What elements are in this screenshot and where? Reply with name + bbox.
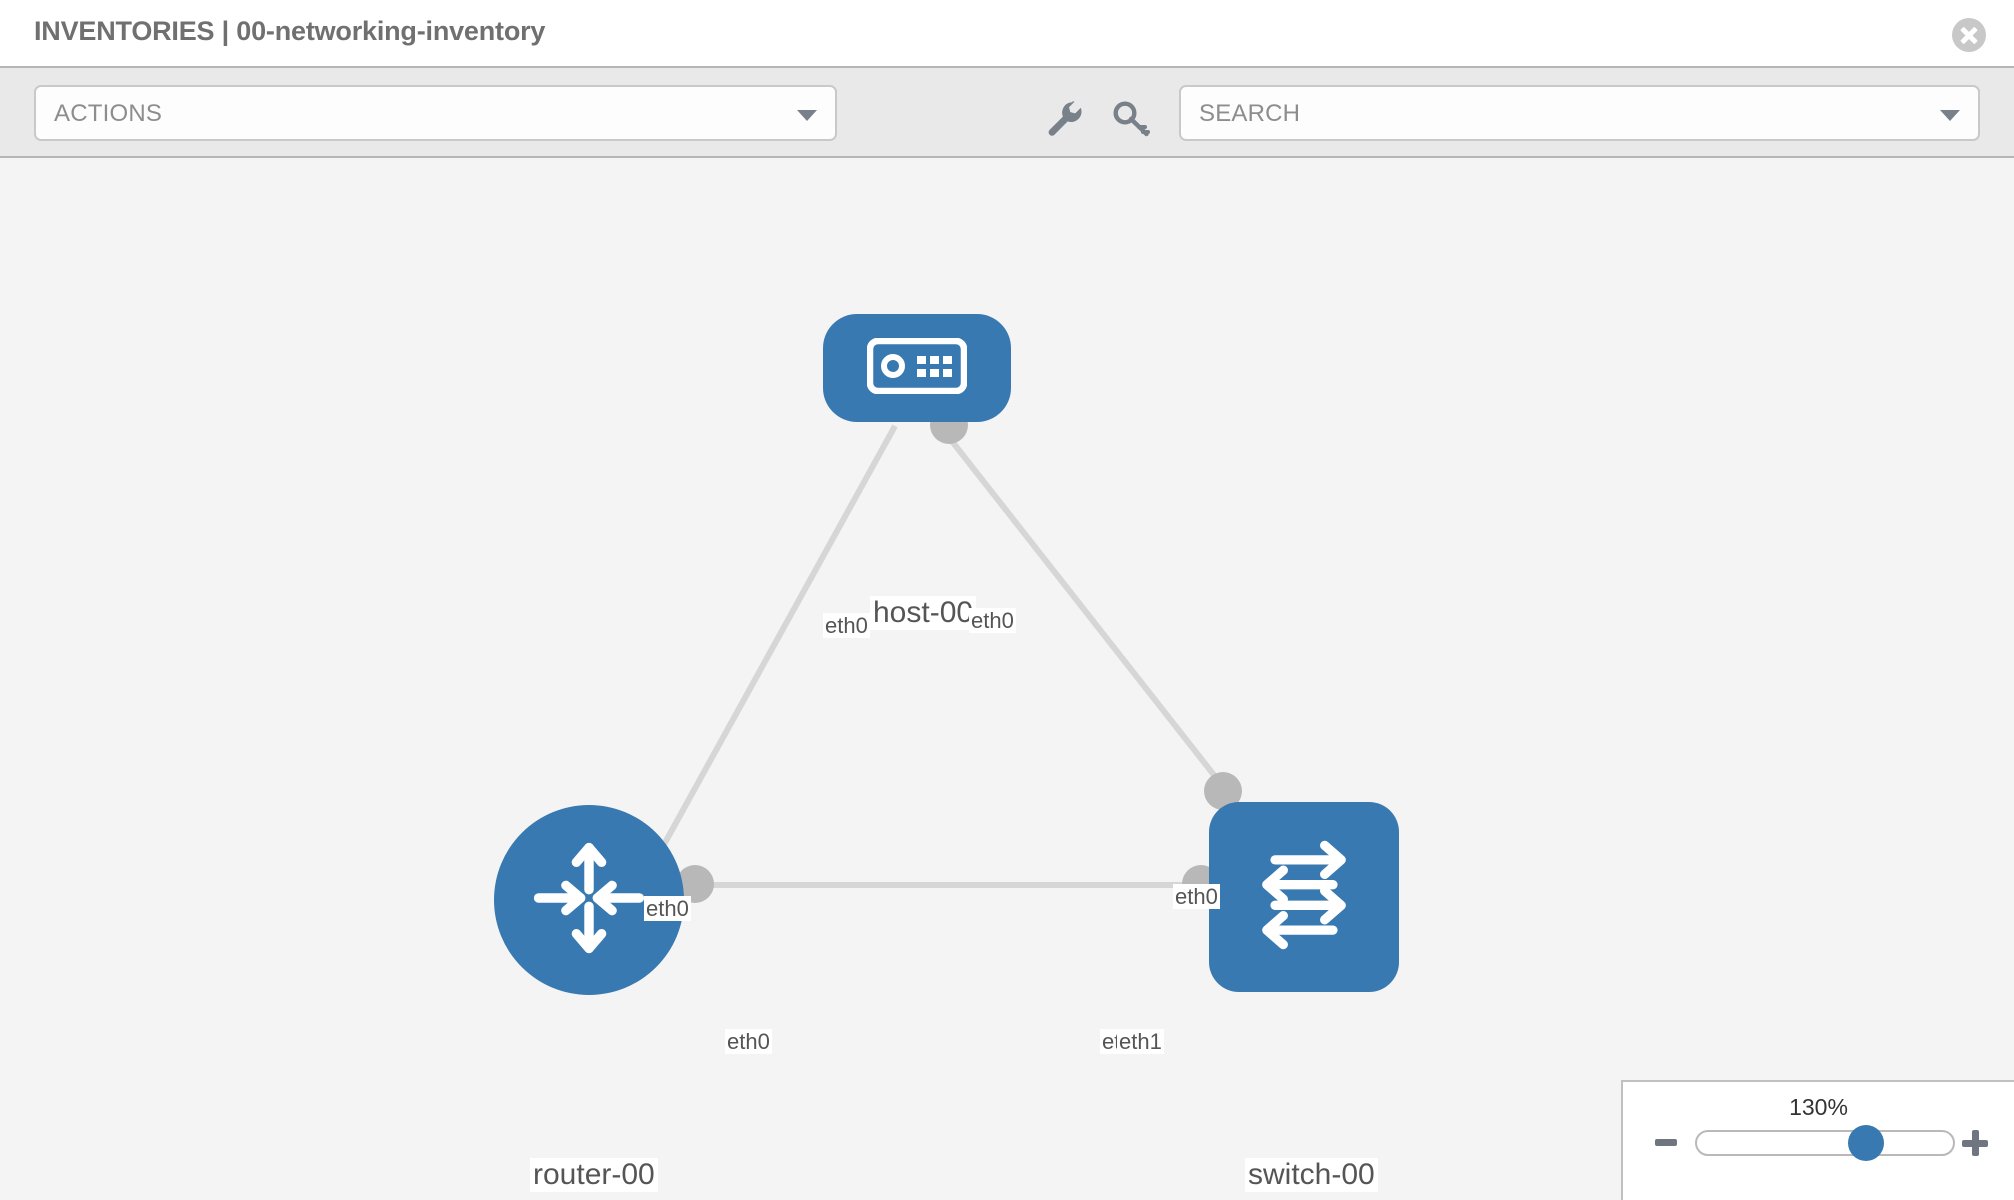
edge-label-router-right: eth0 <box>725 1029 772 1055</box>
switch-arrows-icon <box>1242 833 1366 962</box>
page-title: INVENTORIES | 00-networking-inventory <box>34 16 546 46</box>
node-label-switch-00: switch-00 <box>1245 1158 1378 1192</box>
node-label-router-00: router-00 <box>530 1158 658 1192</box>
chevron-down-icon <box>1940 110 1960 121</box>
search-input[interactable]: SEARCH <box>1179 85 1980 141</box>
zoom-control-panel: 130% <box>1621 1080 2014 1200</box>
header-bar: INVENTORIES | 00-networking-inventory <box>0 0 2014 68</box>
key-icon[interactable] <box>1112 98 1152 138</box>
edge-label-switch-uplink: eth0 <box>1173 884 1220 910</box>
actions-dropdown-label: ACTIONS <box>54 100 163 127</box>
edge-label-switch-left-front: eth1 <box>1117 1029 1164 1055</box>
toolbar: ACTIONS SEARCH <box>0 68 2014 158</box>
router-arrows-icon <box>526 835 652 966</box>
zoom-slider-track[interactable] <box>1695 1130 1955 1156</box>
search-placeholder: SEARCH <box>1199 100 1301 127</box>
zoom-level-label: 130% <box>1789 1094 1848 1120</box>
plus-icon-vertical <box>1972 1130 1979 1156</box>
topology-canvas[interactable]: eth0 host-00 eth0 eth0 eth0 eth0 eth0 et… <box>0 158 2014 1200</box>
chevron-down-icon <box>797 110 817 121</box>
topology-edges <box>637 424 1235 890</box>
topology-node-router-00[interactable] <box>494 805 684 995</box>
zoom-slider-thumb[interactable] <box>1848 1125 1884 1161</box>
edge-label-router-uplink: eth0 <box>644 896 691 922</box>
topology-node-switch-00[interactable] <box>1209 802 1399 992</box>
edge-label-host-left: eth0 <box>823 613 870 639</box>
plus-icon[interactable] <box>1962 1130 1988 1156</box>
server-icon <box>866 337 968 399</box>
edge-label-host-right: eth0 <box>969 608 1016 634</box>
node-label-host-00: host-00 <box>870 596 977 630</box>
actions-dropdown[interactable]: ACTIONS <box>34 85 837 141</box>
minus-icon[interactable] <box>1655 1139 1677 1146</box>
close-icon[interactable] <box>1952 18 1986 52</box>
topology-node-host-00[interactable] <box>823 314 1011 422</box>
wrench-icon[interactable] <box>1044 98 1084 138</box>
